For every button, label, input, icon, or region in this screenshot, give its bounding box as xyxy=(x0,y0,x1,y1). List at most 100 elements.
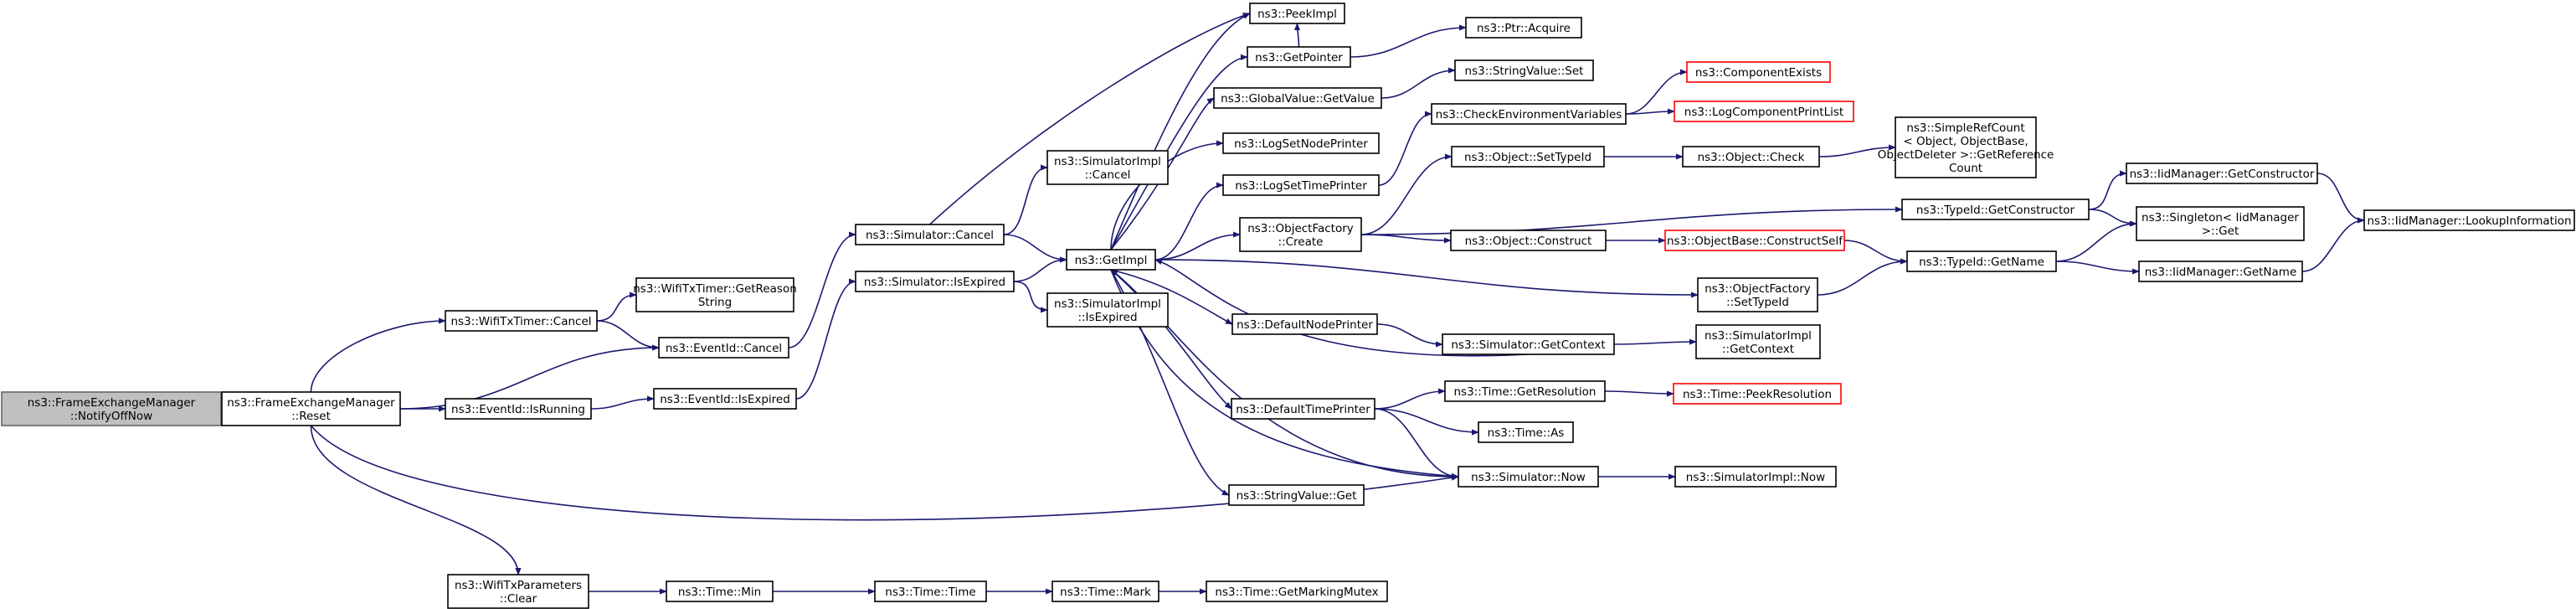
edge-sim_cancel-to-peekimpl xyxy=(928,13,1251,225)
node-singleton-get[interactable]: ns3::Singleton< IidManager>::Get xyxy=(2136,206,2305,241)
node-label: ns3::DefaultTimePrinter xyxy=(1236,403,1370,416)
node-typeid-getconstructor[interactable]: ns3::TypeId::GetConstructor xyxy=(1901,199,2090,220)
node-label: ns3::StringValue::Get xyxy=(1237,489,1357,503)
edge-evt_cancel-to-sim_cancel xyxy=(788,231,856,348)
node-logcompprint[interactable]: ns3::LogComponentPrintList xyxy=(1674,101,1854,122)
node-checkenv[interactable]: ns3::CheckEnvironmentVariables xyxy=(1431,103,1627,125)
edge-getimpl-to-gv_getvalue xyxy=(1110,97,1215,250)
node-sim-now[interactable]: ns3::Simulator::Now xyxy=(1458,466,1599,488)
node-simplerefcount[interactable]: ns3::SimpleRefCount< Object, ObjectBase,… xyxy=(1878,116,2054,178)
node-ptr-acquire[interactable]: ns3::Ptr::Acquire xyxy=(1465,17,1582,39)
node-label: ns3::Time::GetResolution xyxy=(1453,385,1596,399)
node-time-getmarkingmutex[interactable]: ns3::Time::GetMarkingMutex xyxy=(1206,581,1388,602)
node-time-time[interactable]: ns3::Time::Time xyxy=(874,581,987,602)
node-objfactory-settypeid[interactable]: ns3::ObjectFactory::SetTypeId xyxy=(1697,277,1818,312)
node-label: ::Reset xyxy=(291,410,331,423)
node-gv-getvalue[interactable]: ns3::GlobalValue::GetValue xyxy=(1213,87,1382,109)
node-label: ns3::EventId::Cancel xyxy=(666,342,782,355)
node-deftimeprinter[interactable]: ns3::DefaultTimePrinter xyxy=(1231,398,1375,420)
edge-typeid_getconstructor-to-iid_getconstructor xyxy=(2088,170,2127,210)
edge-obj_check-to-simplerefcount xyxy=(1818,144,1896,157)
node-evt-running[interactable]: ns3::EventId::IsRunning xyxy=(445,398,592,420)
node-label: ns3::SimulatorImpl xyxy=(1054,155,1161,168)
node-sim-cancel[interactable]: ns3::Simulator::Cancel xyxy=(855,224,1005,245)
node-simimpl-cancel[interactable]: ns3::SimulatorImpl::Cancel xyxy=(1046,150,1169,185)
edge-gv_getvalue-to-sv_set xyxy=(1381,67,1456,99)
edge-getimpl-to-defnodeprinter xyxy=(1110,269,1233,325)
node-label: ns3::SimpleRefCount xyxy=(1906,121,2024,135)
node-wtp-clear[interactable]: ns3::WifiTxParameters::Clear xyxy=(447,574,589,609)
edge-deftimeprinter-to-time_as xyxy=(1374,408,1479,436)
node-label: ns3::FrameExchangeManager xyxy=(227,396,395,410)
edge-objbase_constructself-to-typeid_getname xyxy=(1843,240,1908,265)
node-getpointer[interactable]: ns3::GetPointer xyxy=(1247,46,1351,68)
node-time-as[interactable]: ns3::Time::As xyxy=(1478,421,1574,443)
node-label: Count xyxy=(1949,162,1982,175)
node-sim-isexpired[interactable]: ns3::Simulator::IsExpired xyxy=(855,271,1015,292)
node-label: ns3::Ptr::Acquire xyxy=(1477,22,1571,35)
node-label: ns3::ComponentExists xyxy=(1695,66,1822,80)
edge-typeid_getname-to-iid_getname xyxy=(2055,261,2140,275)
edge-sim_isexpired-to-getimpl xyxy=(1013,256,1067,282)
node-sv-get[interactable]: ns3::StringValue::Get xyxy=(1228,484,1365,506)
edge-deftimeprinter-to-time_getres xyxy=(1374,388,1446,410)
node-label: ns3::WifiTxTimer::Cancel xyxy=(451,315,592,328)
node-iid-getname[interactable]: ns3::IidManager::GetName xyxy=(2138,261,2303,282)
node-sv-set[interactable]: ns3::StringValue::Set xyxy=(1454,59,1594,81)
node-evt-expired[interactable]: ns3::EventId::IsExpired xyxy=(653,388,797,410)
node-notify[interactable]: ns3::FrameExchangeManager::NotifyOffNow xyxy=(1,391,222,426)
node-label: ns3::SimulatorImpl xyxy=(1054,297,1161,311)
edge-evt_running-to-evt_expired xyxy=(590,395,655,410)
node-label: ns3::Object::Construct xyxy=(1465,235,1592,248)
node-iid-getconstructor[interactable]: ns3::IidManager::GetConstructor xyxy=(2126,163,2318,184)
edge-checkenv-to-logcompprint xyxy=(1625,108,1675,115)
node-wtt-cancel[interactable]: ns3::WifiTxTimer::Cancel xyxy=(445,310,598,332)
node-label: ns3::SimulatorImpl::Now xyxy=(1686,471,1825,484)
node-simimpl-isexpired[interactable]: ns3::SimulatorImpl::IsExpired xyxy=(1046,292,1169,328)
node-compexists[interactable]: ns3::ComponentExists xyxy=(1686,61,1831,83)
edge-getimpl-to-objfactory_create xyxy=(1154,231,1241,261)
node-label: ns3::SimulatorImpl xyxy=(1704,329,1812,343)
node-obj-construct[interactable]: ns3::Object::Construct xyxy=(1450,230,1607,251)
node-label: ns3::PeekImpl xyxy=(1257,8,1337,21)
node-obj-check[interactable]: ns3::Object::Check xyxy=(1682,146,1820,168)
node-label: ns3::EventId::IsRunning xyxy=(451,403,585,416)
node-objfactory-create[interactable]: ns3::ObjectFactory::Create xyxy=(1239,217,1362,252)
node-label: ns3::Time::As xyxy=(1488,426,1565,440)
node-peekimpl[interactable]: ns3::PeekImpl xyxy=(1249,3,1345,24)
node-time-mark[interactable]: ns3::Time::Mark xyxy=(1051,581,1159,602)
edge-getimpl-to-peekimpl xyxy=(1110,13,1251,250)
node-reset[interactable]: ns3::FrameExchangeManager::Reset xyxy=(221,391,401,426)
node-label: ns3::FrameExchangeManager xyxy=(28,396,196,410)
node-objbase-constructself[interactable]: ns3::ObjectBase::ConstructSelf xyxy=(1664,230,1845,251)
node-typeid-getname[interactable]: ns3::TypeId::GetName xyxy=(1906,250,2057,272)
node-label: ns3::LogSetNodePrinter xyxy=(1234,137,1368,151)
edge-wtt_cancel-to-wtt_reason xyxy=(596,292,637,322)
node-label: ns3::LogComponentPrintList xyxy=(1684,106,1843,119)
node-defnodeprinter[interactable]: ns3::DefaultNodePrinter xyxy=(1231,313,1378,335)
node-label: ns3::Object::SetTypeId xyxy=(1464,151,1591,164)
node-time-peekres[interactable]: ns3::Time::PeekResolution xyxy=(1673,383,1842,405)
node-obj-settypeid[interactable]: ns3::Object::SetTypeId xyxy=(1451,146,1605,168)
node-time-min[interactable]: ns3::Time::Min xyxy=(666,581,774,602)
node-label: ns3::Simulator::Now xyxy=(1471,471,1586,484)
node-simimpl-now[interactable]: ns3::SimulatorImpl::Now xyxy=(1674,466,1837,488)
node-logsettime[interactable]: ns3::LogSetTimePrinter xyxy=(1222,174,1380,196)
node-evt-cancel[interactable]: ns3::EventId::Cancel xyxy=(658,337,789,359)
edge-getpointer-to-ptr_acquire xyxy=(1350,24,1467,58)
node-getimpl[interactable]: ns3::GetImpl xyxy=(1066,249,1156,271)
node-label: ns3::DefaultNodePrinter xyxy=(1237,318,1373,332)
node-logsetnode[interactable]: ns3::LogSetNodePrinter xyxy=(1222,132,1380,154)
node-sim-getcontext[interactable]: ns3::Simulator::GetContext xyxy=(1442,333,1615,355)
node-simimpl-getcontext[interactable]: ns3::SimulatorImpl::GetContext xyxy=(1695,324,1821,359)
node-label: ::GetContext xyxy=(1722,343,1794,356)
node-time-getres[interactable]: ns3::Time::GetResolution xyxy=(1444,380,1606,402)
node-label: ns3::ObjectBase::ConstructSelf xyxy=(1667,235,1843,248)
node-label: ns3::Simulator::GetContext xyxy=(1451,338,1605,352)
node-label: < Object, ObjectBase, xyxy=(1903,135,2028,148)
node-label: ns3::Time::Min xyxy=(678,586,761,599)
node-iid-lookup[interactable]: ns3::IidManager::LookupInformation xyxy=(2363,209,2575,231)
node-label: ::SetTypeId xyxy=(1726,296,1789,309)
